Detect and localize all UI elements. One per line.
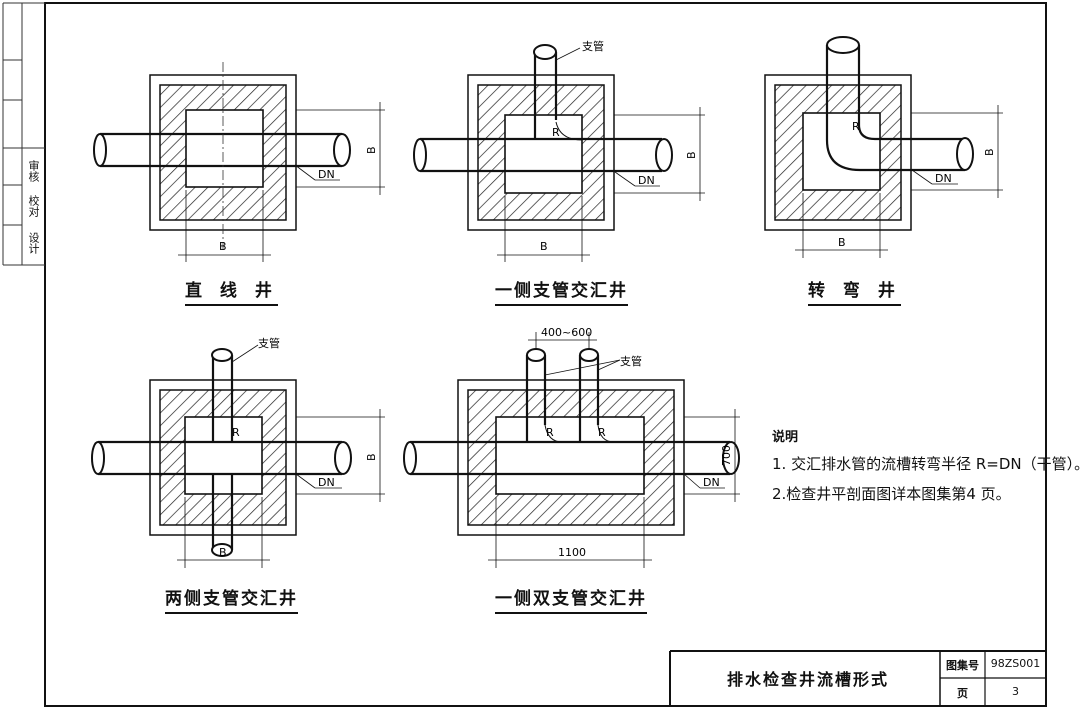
caption-turn-well: 转 弯 井	[808, 276, 901, 306]
page-label: 页	[957, 687, 968, 700]
sidebar-strip	[2, 2, 45, 266]
page-number: 3	[1012, 685, 1019, 698]
radius-label: R	[598, 426, 606, 439]
dn-label: DN	[318, 476, 335, 489]
caption-two-side-branch: 两侧支管交汇井	[165, 584, 298, 614]
radius-label: R	[552, 126, 560, 139]
b-dim-label: B	[983, 148, 996, 156]
one-side-branch-diagram: 支管 DN R B B	[413, 39, 705, 262]
b-dim-label: B	[838, 236, 846, 249]
width-dim-label: 1100	[558, 546, 586, 559]
b-dim-label: B	[685, 151, 698, 159]
caption-one-side-double-branch: 一侧双支管交汇井	[495, 584, 647, 614]
atlas-number-value: 98ZS001	[990, 657, 1041, 670]
dn-label: DN	[318, 168, 335, 181]
note-item: 2.检查井平剖面图详本图集第4 页。	[772, 485, 1011, 503]
dn-label: DN	[638, 174, 655, 187]
caption-straight-well: 直 线 井	[185, 276, 278, 306]
spacing-label: 400~600	[541, 326, 592, 339]
b-dim-label: B	[540, 240, 548, 253]
sidebar-check-label: 校对	[27, 195, 40, 217]
notes-block: 说明 1. 交汇排水管的流槽转弯半径 R=DN（干管）。 2.检查井平剖面图详本…	[772, 427, 1089, 509]
branch-label: 支管	[620, 354, 642, 368]
branch-label: 支管	[582, 39, 604, 53]
caption-text: 两侧支管交汇井	[165, 589, 298, 614]
caption-text: 直 线 井	[185, 281, 278, 306]
sidebar-review-label: 审核	[27, 160, 40, 182]
sidebar-design-label: 设计	[27, 232, 40, 254]
radius-label: R	[546, 426, 554, 439]
note-item: 1. 交汇排水管的流槽转弯半径 R=DN（干管）。	[772, 455, 1089, 473]
drawing-title: 排水检查井流槽形式	[726, 670, 889, 689]
atlas-number-label: 图集号	[946, 659, 979, 672]
one-side-double-branch-diagram: 400~600 支管 DN R R 1100 700	[403, 326, 740, 568]
radius-label: R	[232, 426, 240, 439]
dn-label: DN	[935, 172, 952, 185]
caption-text: 一侧双支管交汇井	[495, 589, 647, 614]
dn-label: DN	[703, 476, 720, 489]
b-dim-label: B	[365, 453, 378, 461]
sheet-border	[44, 2, 1047, 707]
drawing-sheet: DN B B 支管 DN R B B	[2, 2, 1047, 707]
b-dim-label: B	[365, 146, 378, 154]
straight-well-diagram: DN B B	[93, 62, 385, 262]
height-dim-label: 700	[720, 445, 733, 466]
notes-heading: 说明	[772, 430, 799, 445]
caption-one-side-branch: 一侧支管交汇井	[495, 276, 628, 306]
caption-text: 一侧支管交汇井	[495, 281, 628, 306]
b-dim-label: B	[219, 546, 227, 559]
title-block-frame	[669, 650, 1046, 706]
branch-label: 支管	[258, 336, 280, 350]
caption-text: 转 弯 井	[808, 281, 901, 306]
b-dim-label: B	[219, 240, 227, 253]
turn-well-diagram: DN R B B	[764, 36, 1003, 258]
two-side-branch-diagram: 支管 DN R B B	[91, 336, 385, 568]
radius-label: R	[852, 120, 860, 133]
